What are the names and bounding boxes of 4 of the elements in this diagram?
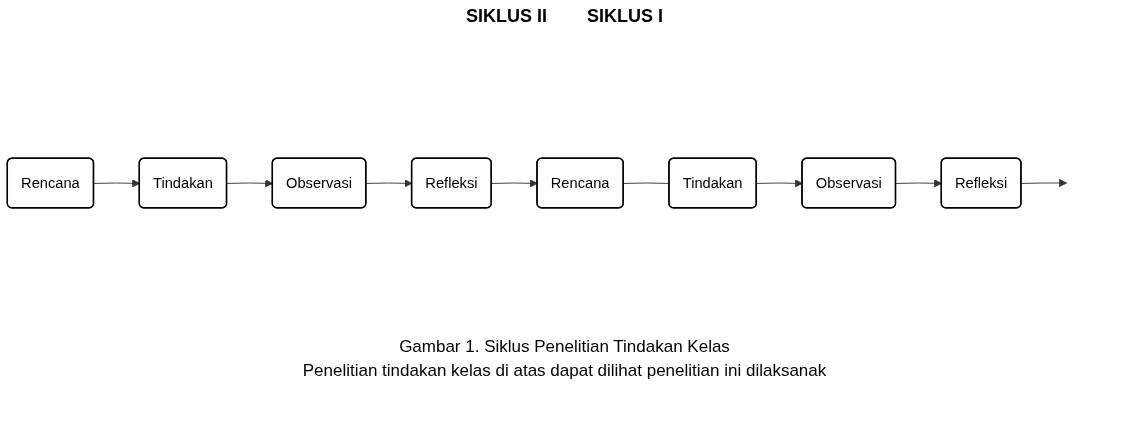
cycle-label: SIKLUS I [587,6,663,27]
figure-caption: Gambar 1. Siklus Penelitian Tindakan Kelas [398,336,731,358]
paragraph-text: Penelitian tindakan kelas di atas dapat dilihat penelitian ini dilaksanak [301,361,828,381]
cycle-label: SIKLUS II [466,6,547,27]
